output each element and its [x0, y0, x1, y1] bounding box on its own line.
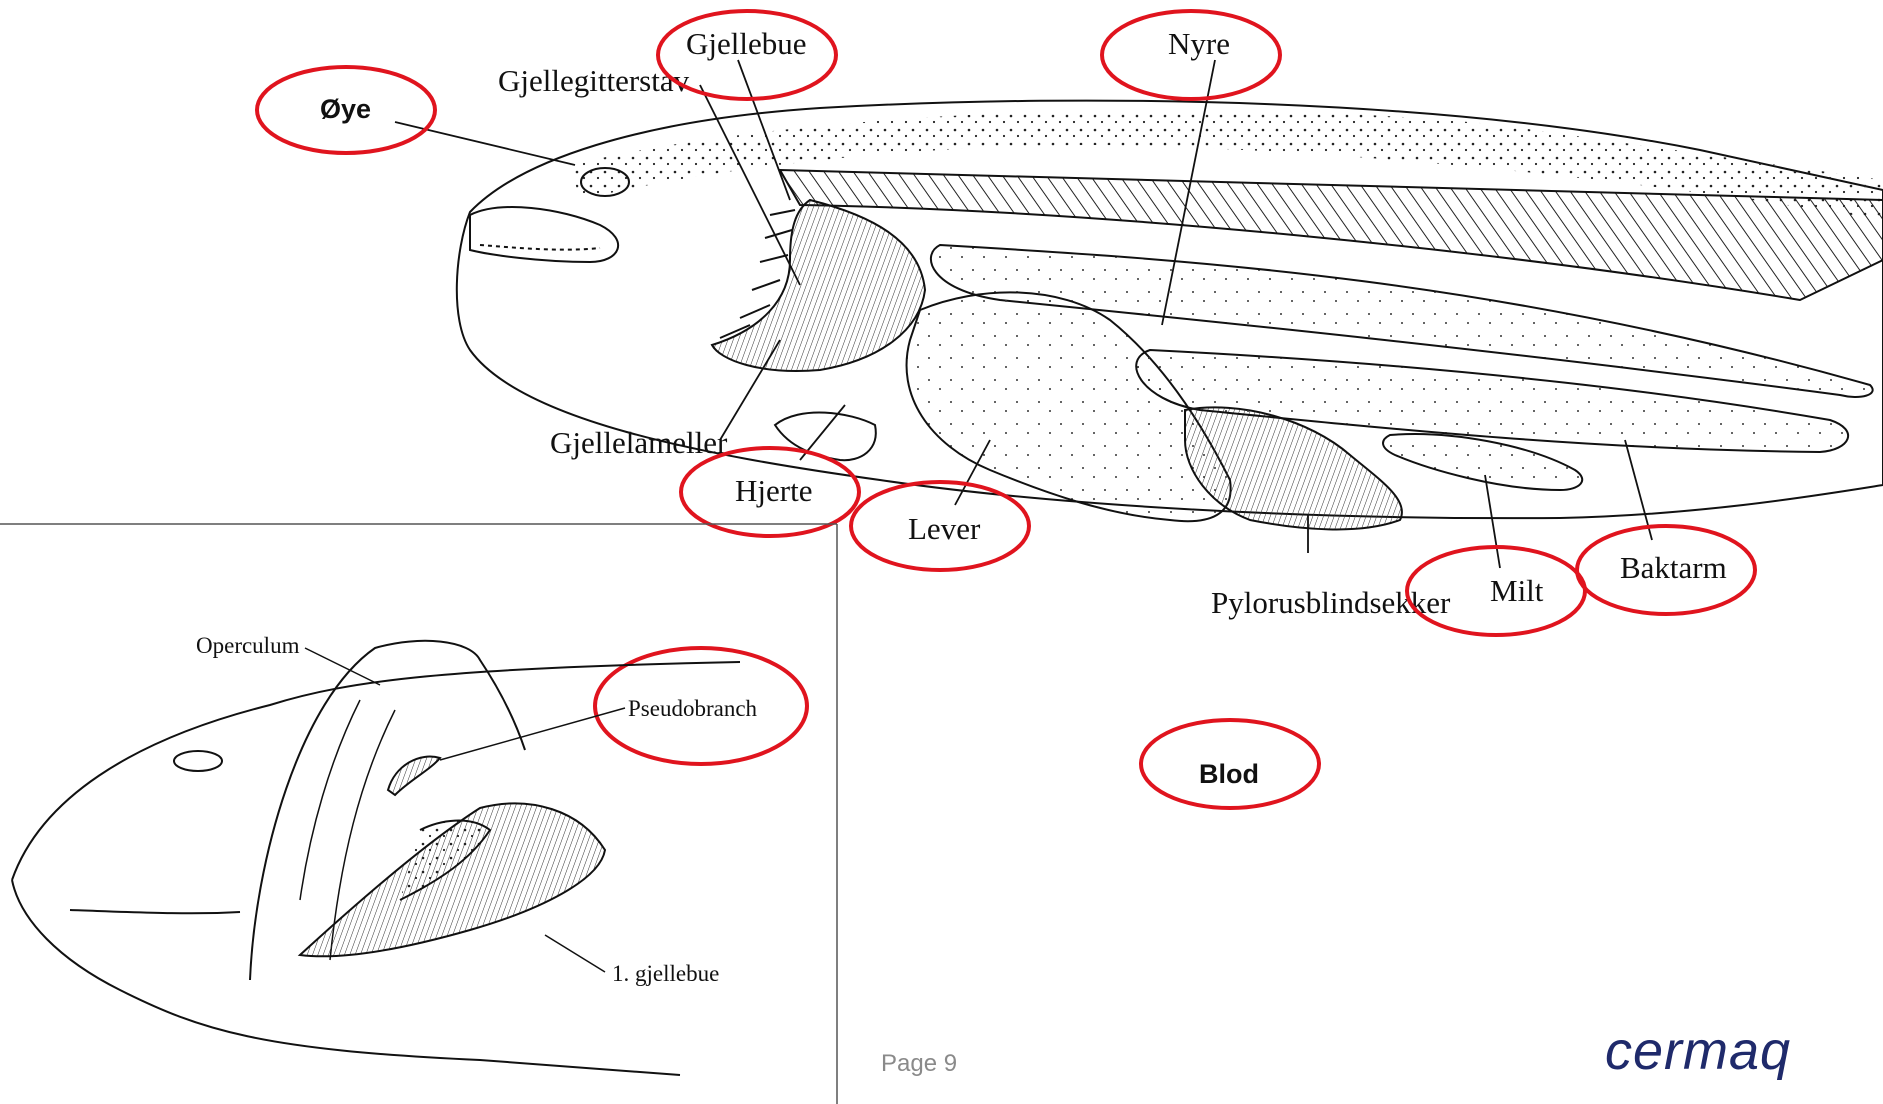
fish-body-drawing	[457, 101, 1883, 530]
label-gjellebue: Gjellebue	[686, 26, 807, 61]
cermaq-logo: cermaq	[1605, 1020, 1791, 1082]
head-outline	[12, 662, 740, 880]
heart-drawing	[775, 412, 876, 460]
mouth-line	[480, 245, 600, 250]
label-pseudobranch: Pseudobranch	[628, 696, 758, 721]
page-number: Page 9	[881, 1050, 957, 1078]
label-gjellebue-1: 1. gjellebue	[612, 961, 719, 986]
label-operculum: Operculum	[196, 633, 300, 658]
label-oye: Øye	[320, 94, 371, 124]
inset-frame	[0, 524, 837, 1104]
label-baktarm: Baktarm	[1620, 550, 1727, 585]
label-milt: Milt	[1490, 573, 1544, 608]
label-hjerte: Hjerte	[735, 473, 812, 508]
head-snout	[470, 207, 618, 262]
gill-arches-drawing	[712, 200, 925, 371]
pseudobranch-drawing	[388, 757, 440, 795]
label-pylorusblindsekker: Pylorusblindsekker	[1211, 585, 1451, 620]
label-lever: Lever	[908, 511, 981, 546]
label-nyre: Nyre	[1168, 26, 1230, 61]
spleen-drawing	[1383, 434, 1582, 490]
eye-inset	[174, 751, 222, 771]
label-blod: Blod	[1199, 759, 1259, 789]
label-gjellelameller: Gjellelameller	[550, 425, 728, 460]
mouth-inset	[70, 910, 240, 913]
jaw-outline	[12, 880, 680, 1075]
